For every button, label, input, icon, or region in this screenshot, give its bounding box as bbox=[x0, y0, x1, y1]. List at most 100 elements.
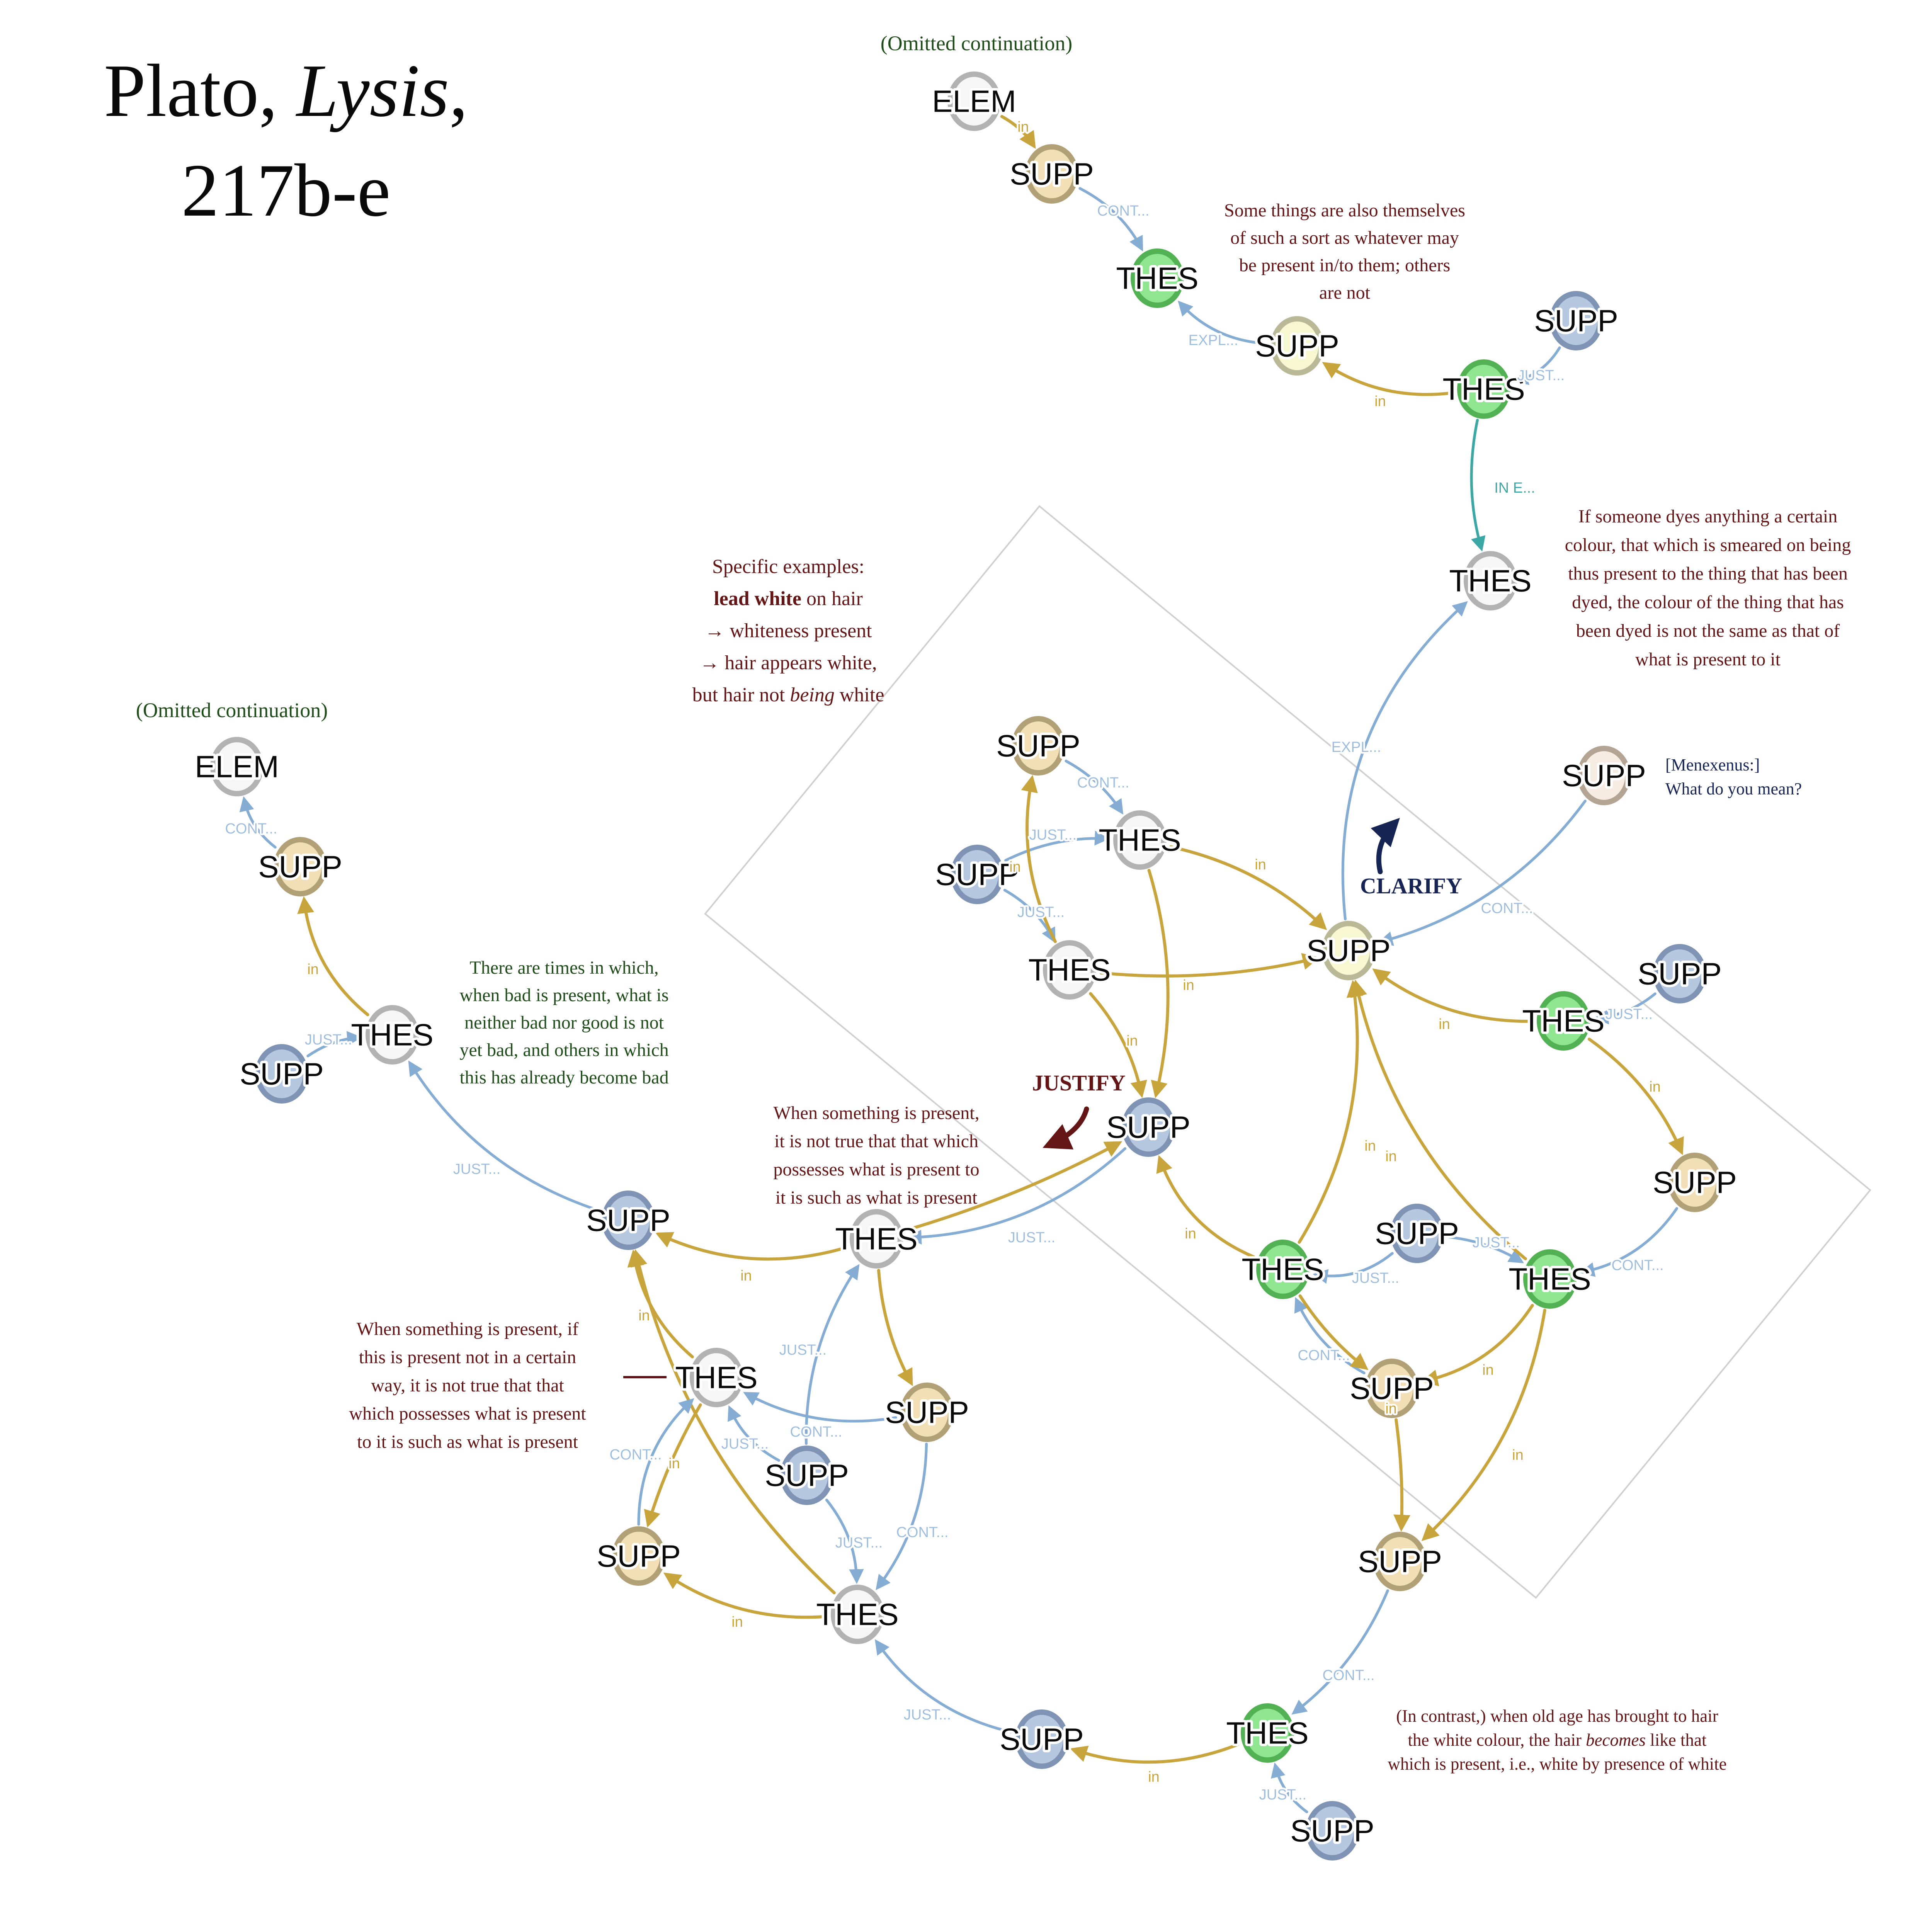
edge-label-thes-possess--supp-midleft: in bbox=[740, 1268, 752, 1284]
node-circle-green[interactable] bbox=[1457, 359, 1510, 419]
node-elem-left[interactable] bbox=[210, 737, 264, 796]
annotation-contrast-line1: (In contrast,) when old age has brought … bbox=[1396, 1706, 1718, 1726]
node-circle-white[interactable] bbox=[210, 737, 264, 796]
node-label-elem-left: ELEM bbox=[195, 750, 279, 784]
node-circle-white[interactable] bbox=[366, 1005, 419, 1065]
edge-label-thes-right2--supp-g: in bbox=[1482, 1362, 1494, 1378]
node-supp-menex[interactable] bbox=[1577, 746, 1631, 805]
node-supp-expl-top[interactable] bbox=[1270, 316, 1324, 376]
edge-label-supp-left--elem-left: CONT... bbox=[225, 821, 277, 837]
annotation-times-line5: this has already become bad bbox=[459, 1067, 668, 1088]
node-circle-blue[interactable] bbox=[1390, 1204, 1444, 1263]
node-thes-right[interactable] bbox=[1537, 991, 1590, 1051]
node-supp-midleft[interactable] bbox=[602, 1190, 655, 1250]
annotation-specific-line3: → whiteness present bbox=[704, 620, 872, 642]
node-supp-just-top[interactable] bbox=[1549, 291, 1603, 350]
node-circle-tan[interactable] bbox=[1025, 144, 1078, 204]
node-thes-top[interactable] bbox=[1131, 248, 1184, 308]
node-circle-white[interactable] bbox=[947, 71, 1001, 131]
node-label-supp-top: SUPP bbox=[1010, 157, 1094, 191]
annotation-dye-line2: colour, that which is smeared on being bbox=[1565, 535, 1851, 555]
node-circle-tan[interactable] bbox=[900, 1383, 954, 1442]
node-circle-blue[interactable] bbox=[1015, 1709, 1068, 1769]
node-circle-tan[interactable] bbox=[1373, 1532, 1427, 1591]
node-circle-paleyellow[interactable] bbox=[1270, 316, 1324, 376]
edge-label-supp-justify--thes-possess: JUST... bbox=[1008, 1230, 1055, 1246]
edge-label-supp-expl-top--thes-top: EXPL... bbox=[1189, 332, 1238, 349]
node-circle-white[interactable] bbox=[1113, 810, 1167, 870]
edge-label-thes-g--supp-hub: in bbox=[1364, 1138, 1376, 1154]
node-label-supp-right: SUPP bbox=[1653, 1165, 1737, 1200]
node-supp-e[interactable] bbox=[612, 1526, 665, 1586]
node-circle-white[interactable] bbox=[1043, 940, 1096, 1000]
node-thes-right2[interactable] bbox=[1523, 1249, 1577, 1309]
node-thes-g[interactable] bbox=[1256, 1240, 1310, 1299]
node-label-supp-midleft: SUPP bbox=[586, 1203, 670, 1238]
node-circle-white[interactable] bbox=[1464, 551, 1517, 611]
node-circle-white[interactable] bbox=[690, 1348, 743, 1407]
node-elem-top[interactable] bbox=[947, 71, 1001, 131]
node-thes-times[interactable] bbox=[366, 1005, 419, 1065]
edge-supp-top--thes-top bbox=[1078, 187, 1143, 252]
node-circle-tan[interactable] bbox=[612, 1526, 665, 1586]
node-circle-blue[interactable] bbox=[1122, 1097, 1175, 1157]
node-supp-top[interactable] bbox=[1025, 144, 1078, 204]
node-circle-paleyellow[interactable] bbox=[1322, 921, 1375, 980]
node-supp-g[interactable] bbox=[1365, 1359, 1418, 1418]
node-circle-tan[interactable] bbox=[1012, 716, 1065, 776]
node-thes-midupper[interactable] bbox=[1113, 810, 1167, 870]
node-circle-tan[interactable] bbox=[1365, 1359, 1418, 1418]
edge-label-supp-d--thes-certain: JUST... bbox=[721, 1436, 769, 1452]
node-supp-left[interactable] bbox=[274, 837, 327, 896]
node-circle-blue[interactable] bbox=[1306, 1801, 1359, 1861]
node-circle-green[interactable] bbox=[1523, 1249, 1577, 1309]
node-circle-white[interactable] bbox=[850, 1209, 903, 1269]
node-supp-bluemid[interactable] bbox=[951, 845, 1004, 904]
edge-label-supp-j--thes-f: JUST... bbox=[904, 1707, 951, 1723]
node-supp-j[interactable] bbox=[1015, 1709, 1068, 1769]
node-circle-tan[interactable] bbox=[274, 837, 327, 896]
node-circle-white[interactable] bbox=[831, 1585, 884, 1644]
node-supp-i[interactable] bbox=[1306, 1801, 1359, 1861]
node-circle-tan[interactable] bbox=[1668, 1153, 1721, 1212]
node-circle-blue[interactable] bbox=[1549, 291, 1603, 350]
node-circle-green[interactable] bbox=[1256, 1240, 1310, 1299]
node-circle-green[interactable] bbox=[1131, 248, 1184, 308]
edge-thes-right2--supp-g bbox=[1420, 1304, 1534, 1386]
node-thes-topright[interactable] bbox=[1457, 359, 1510, 419]
node-label-supp-righttop: SUPP bbox=[1638, 957, 1722, 991]
node-supp-h[interactable] bbox=[1373, 1532, 1427, 1591]
node-thes-possess[interactable] bbox=[850, 1209, 903, 1269]
node-supp-rightmid[interactable] bbox=[1390, 1204, 1444, 1263]
node-label-thes-right2: THES bbox=[1509, 1262, 1591, 1296]
clarify-arrow bbox=[1371, 818, 1400, 874]
edge-label-thes-f--supp-e: in bbox=[731, 1614, 743, 1630]
node-supp-righttop[interactable] bbox=[1653, 944, 1706, 1003]
node-thes-dye[interactable] bbox=[1464, 551, 1517, 611]
annotation-specific-line2: lead white on hair bbox=[714, 588, 863, 610]
node-supp-right[interactable] bbox=[1668, 1153, 1721, 1212]
node-supp-left2[interactable] bbox=[255, 1044, 308, 1104]
node-circle-cream[interactable] bbox=[1577, 746, 1631, 805]
node-circle-blue[interactable] bbox=[602, 1190, 655, 1250]
node-thes-f[interactable] bbox=[831, 1585, 884, 1644]
node-supp-tanmid[interactable] bbox=[1012, 716, 1065, 776]
edge-thes-midlower--supp-tanmid bbox=[1021, 775, 1057, 943]
node-thes-contrast[interactable] bbox=[1241, 1703, 1294, 1763]
edge-supp-c--thes-f bbox=[876, 1442, 928, 1590]
node-supp-c[interactable] bbox=[900, 1383, 954, 1442]
node-circle-blue[interactable] bbox=[951, 845, 1004, 904]
annotation-possess-line3: possesses what is present to bbox=[773, 1159, 979, 1180]
node-supp-justify[interactable] bbox=[1122, 1097, 1175, 1157]
node-circle-blue[interactable] bbox=[780, 1446, 833, 1505]
node-supp-d[interactable] bbox=[780, 1446, 833, 1505]
node-circle-blue[interactable] bbox=[1653, 944, 1706, 1003]
node-circle-green[interactable] bbox=[1241, 1703, 1294, 1763]
node-thes-midlower[interactable] bbox=[1043, 940, 1096, 1000]
annotation-dye-line3: thus present to the thing that has been bbox=[1568, 563, 1848, 584]
node-thes-certain[interactable] bbox=[690, 1348, 743, 1407]
annotation-title-line1: Plato, Lysis, bbox=[104, 49, 468, 133]
node-supp-hub[interactable] bbox=[1322, 921, 1375, 980]
node-circle-blue[interactable] bbox=[255, 1044, 308, 1104]
node-circle-green[interactable] bbox=[1537, 991, 1590, 1051]
